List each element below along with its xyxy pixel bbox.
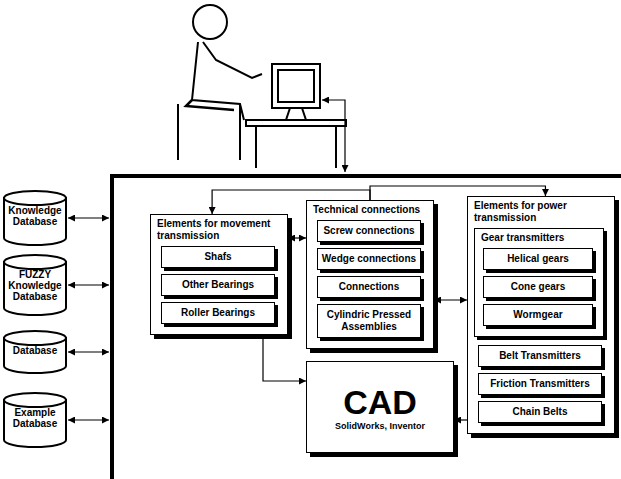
element-box: Screw connections (317, 220, 421, 242)
element-box: Shafs (161, 246, 275, 268)
box-label: Friction Transmitters (482, 378, 598, 390)
box-label: Cylindric Pressed Assemblies (321, 309, 417, 333)
database-cylinder: Knowledge Database (3, 190, 67, 246)
connector (288, 237, 306, 238)
box-label: Roller Bearings (165, 307, 271, 319)
connector (434, 299, 467, 300)
box-label: Other Bearings (165, 279, 271, 291)
box-label: Helical gears (487, 253, 589, 265)
element-box: Wormgear (483, 304, 593, 326)
group-title: Gear transmitters (475, 232, 603, 248)
group-body: ShafsOther BearingsRoller Bearings (151, 246, 287, 324)
database-cylinder: Database (3, 330, 67, 374)
system-frame (112, 176, 621, 479)
box-label: Belt Transmitters (482, 350, 598, 362)
element-box: Roller Bearings (161, 302, 275, 324)
box-label: Cone gears (487, 281, 589, 293)
group-title: Technical connections (307, 204, 433, 220)
group-box: Technical connectionsScrew connectionsWe… (306, 200, 434, 349)
group-body: Screw connectionsWedge connectionsConnec… (307, 220, 433, 338)
box-label: Example Database (3, 407, 67, 429)
element-box: Cone gears (483, 276, 593, 298)
box-label: Screw connections (321, 225, 417, 237)
box-label: FUZZY Knowledge Database (3, 269, 67, 302)
group-body: Gear transmittersHelical gearsCone gears… (468, 228, 614, 423)
user-at-computer (178, 5, 346, 168)
box-label: Chain Belts (482, 406, 598, 418)
connector (454, 419, 467, 420)
box-label: Knowledge Database (3, 205, 67, 227)
group-box: Elements for power transmissionGear tran… (467, 196, 615, 434)
box-label: Wormgear (487, 309, 589, 321)
user-link-arrow (322, 100, 345, 172)
element-box: Friction Transmitters (478, 373, 602, 395)
database-arrows (68, 218, 109, 420)
group-title: Elements for power transmission (468, 200, 614, 228)
group-box: Elements for movement transmissionShafsO… (150, 214, 288, 335)
cad-box: CADSolidWorks, Inventor (306, 361, 454, 453)
box-label: Connections (321, 281, 417, 293)
element-box: Connections (317, 276, 421, 298)
element-box: Other Bearings (161, 274, 275, 296)
element-box: Chain Belts (478, 401, 602, 423)
database-cylinder: FUZZY Knowledge Database (3, 254, 67, 316)
element-box: Cylindric Pressed Assemblies (317, 304, 421, 338)
database-cylinder: Example Database (3, 392, 67, 448)
box-label: CAD (343, 383, 417, 421)
connector (263, 335, 306, 381)
box-label: Database (3, 345, 67, 356)
group-body: Helical gearsCone gearsWormgear (475, 248, 603, 326)
box-label: SolidWorks, Inventor (335, 421, 425, 432)
group-box: Gear transmittersHelical gearsCone gears… (474, 228, 604, 337)
element-box: Helical gears (483, 248, 593, 270)
box-label: Shafs (165, 251, 271, 263)
group-title: Elements for movement transmission (151, 218, 287, 246)
element-box: Wedge connections (317, 248, 421, 270)
box-label: Wedge connections (321, 253, 417, 265)
element-box: Belt Transmitters (478, 345, 602, 367)
